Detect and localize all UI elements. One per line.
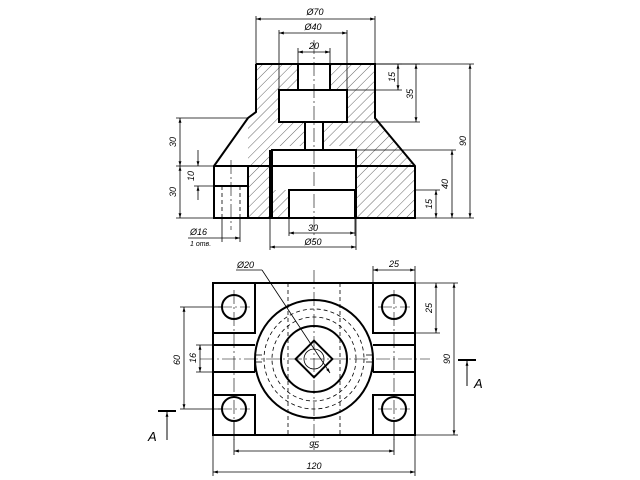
section-label-left: A [147, 429, 157, 444]
dim-d50: Ø50 [303, 237, 321, 247]
top-centerlines [200, 270, 430, 450]
dim-h40: 40 [440, 179, 450, 189]
front-centerlines [230, 40, 315, 240]
holes-note: 1 отв. [190, 241, 211, 248]
front-view: Ø70 Ø40 20 15 35 90 [168, 7, 474, 250]
section-label-right: A [473, 376, 483, 391]
dim-d40: Ø40 [303, 22, 321, 32]
top-hidden-lines [287, 283, 341, 435]
dim-h30-b: 30 [168, 187, 178, 197]
dim-h16: 16 [188, 353, 198, 363]
front-hidden-lines [221, 186, 241, 218]
dim-h35: 35 [405, 88, 415, 99]
top-view: Ø20 25 25 90 60 16 [147, 259, 483, 476]
front-dimensions: Ø70 Ø40 20 15 35 90 [168, 7, 474, 250]
section-voids [214, 64, 356, 218]
dim-w25: 25 [388, 259, 400, 269]
dim-h25: 25 [424, 302, 434, 314]
dim-h15-top: 15 [387, 71, 397, 82]
top-dimensions: Ø20 25 25 90 60 16 [172, 259, 458, 476]
dim-d20: Ø20 [236, 260, 254, 270]
dim-h90: 90 [458, 136, 468, 146]
corner-pads [213, 283, 415, 435]
dim-h30-a: 30 [168, 137, 178, 147]
dim-h10: 10 [186, 171, 196, 181]
section-marker-right: A [458, 359, 483, 391]
dim-w20: 20 [308, 41, 319, 51]
dim-d70: Ø70 [305, 7, 323, 17]
dim-d16: Ø16 [189, 227, 207, 237]
dim-w95: 95 [309, 440, 320, 450]
dim-w120: 120 [306, 461, 321, 471]
dim-h60: 60 [172, 355, 182, 365]
dim-w30: 30 [308, 223, 318, 233]
dim-h15-bottom: 15 [424, 198, 434, 209]
dim-h90-top: 90 [442, 354, 452, 364]
section-marker-left: A [147, 410, 176, 444]
